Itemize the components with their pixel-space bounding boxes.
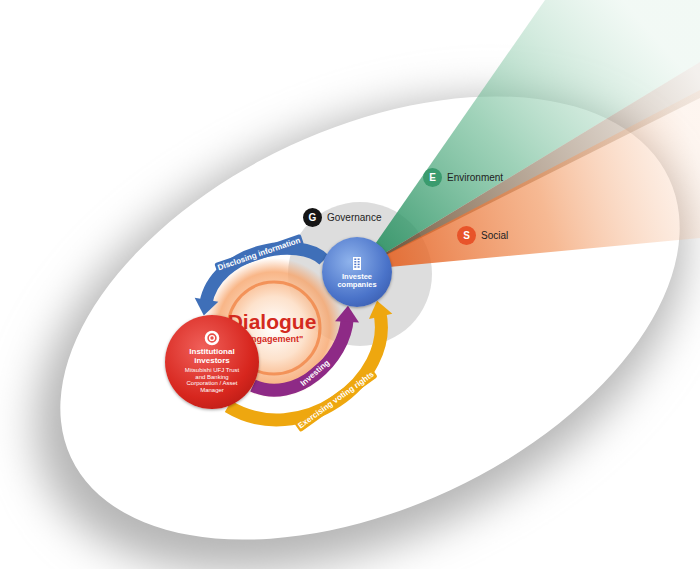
building-icon [349, 255, 365, 271]
badge-label: Governance [327, 212, 381, 223]
building-window [354, 258, 356, 259]
badge-label: Social [481, 230, 508, 241]
logo-ring [206, 332, 218, 344]
social-beam [357, 90, 700, 270]
arrow-head [335, 306, 359, 323]
node-title: Institutional investors [181, 348, 243, 365]
esg-badge: G Governance [303, 208, 381, 227]
node-subtitle: Mitsubishi UFJ Trust and Banking Corpora… [181, 367, 243, 393]
esg-badge: E Environment [423, 168, 503, 187]
node-content: Investee companies [330, 255, 384, 290]
building-window [354, 266, 356, 267]
building-body [353, 257, 361, 270]
badge-letter: G [303, 208, 322, 227]
building-window [358, 263, 360, 264]
logo-inner-ring [210, 336, 215, 341]
badge-letter: S [457, 226, 476, 245]
node-title: Investee companies [330, 273, 384, 290]
building-window [358, 261, 360, 262]
building-window [358, 266, 360, 267]
entity-circle: Investee companies [322, 237, 392, 307]
building-window [354, 263, 356, 264]
company-logo [204, 330, 220, 346]
overlap-beam [357, 62, 700, 270]
node-content: Institutional investorsMitsubishi UFJ Tr… [181, 330, 243, 393]
arrow-head [369, 301, 392, 319]
entity-circle: Institutional investorsMitsubishi UFJ Tr… [165, 315, 260, 410]
arrow-head [195, 298, 219, 316]
badge-letter: E [423, 168, 442, 187]
building-window [354, 261, 356, 262]
esg-badge: S Social [457, 226, 508, 245]
building-window [358, 258, 360, 259]
badge-label: Environment [447, 172, 503, 183]
environment-beam [357, 0, 700, 270]
